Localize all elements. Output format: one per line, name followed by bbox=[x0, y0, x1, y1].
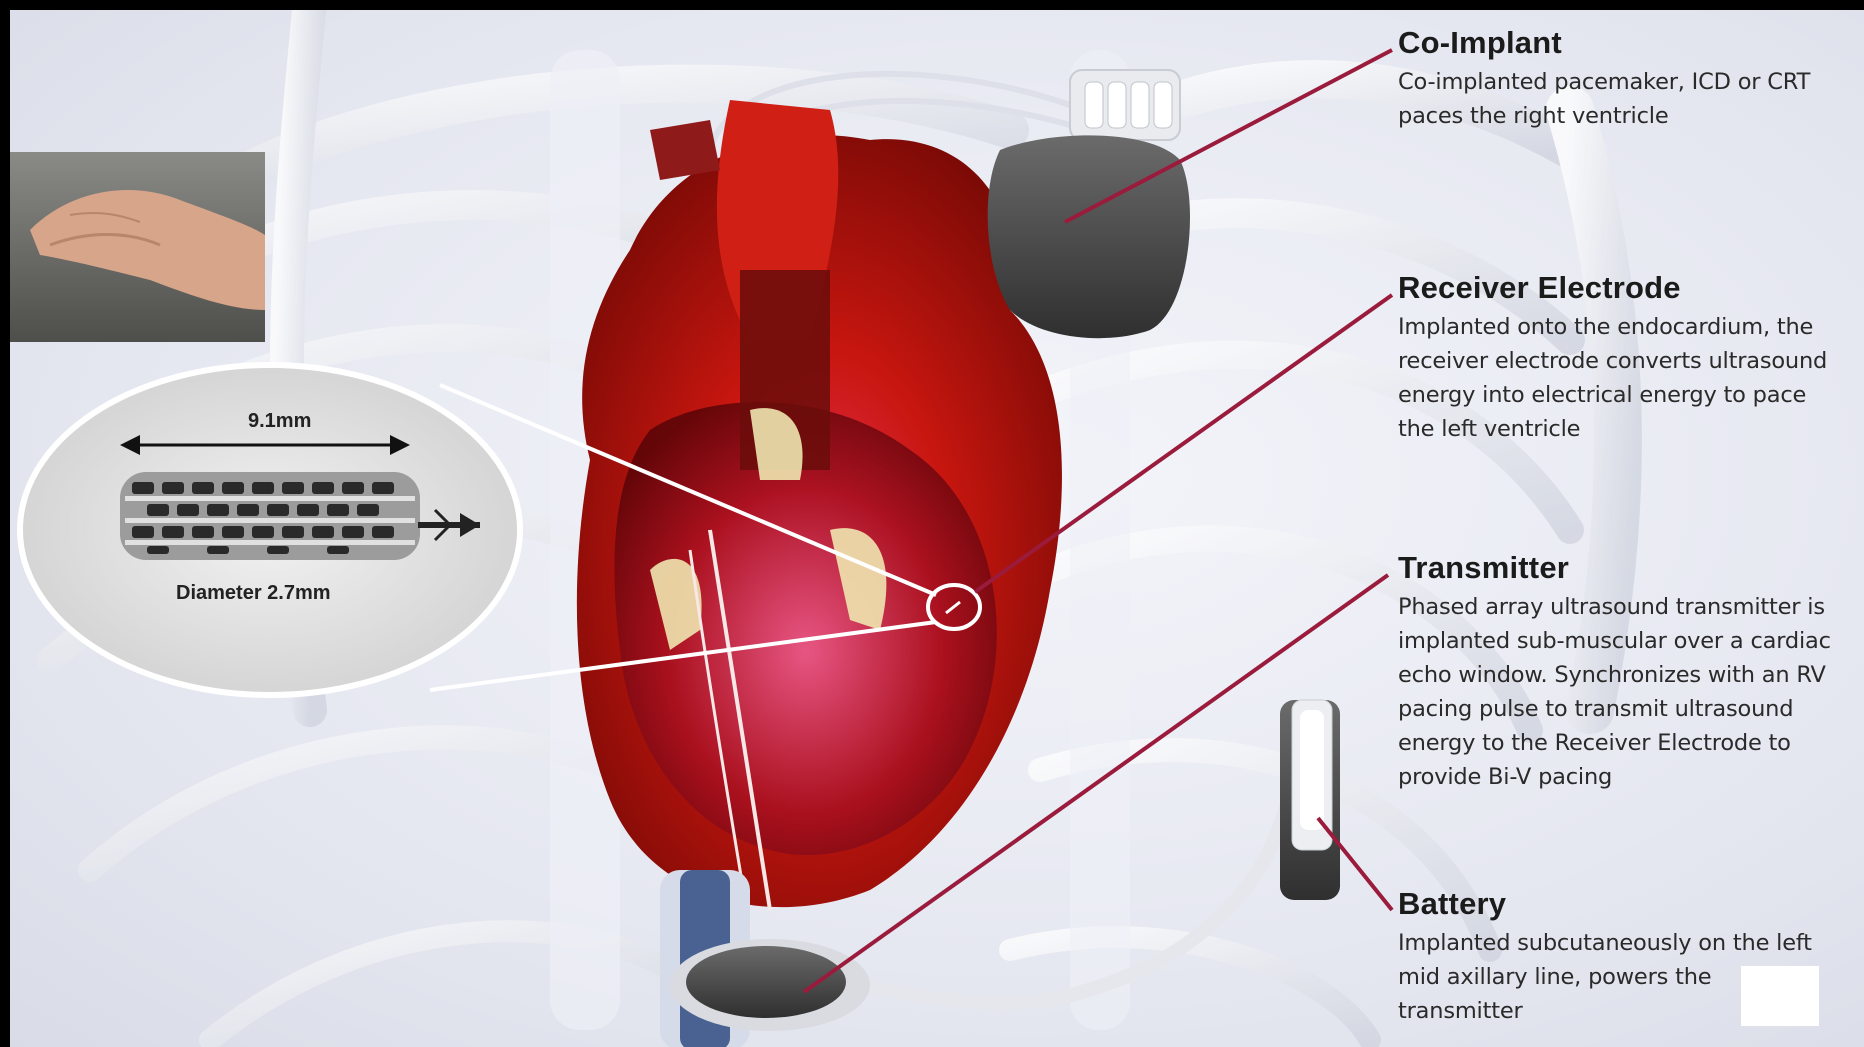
callout-line: energy into electrical energy to pace bbox=[1398, 378, 1858, 412]
callout-title: Transmitter bbox=[1398, 550, 1858, 586]
callout-line: provide Bi-V pacing bbox=[1398, 760, 1858, 794]
callout-line: pacing pulse to transmit ultrasound bbox=[1398, 692, 1858, 726]
callout-line: Implanted subcutaneously on the left bbox=[1398, 926, 1858, 960]
length-label: 9.1mm bbox=[248, 410, 311, 433]
battery-device bbox=[1280, 700, 1340, 900]
callout-line: the left ventricle bbox=[1398, 412, 1858, 446]
callout-line: implanted sub-muscular over a cardiac bbox=[1398, 624, 1858, 658]
callout-line: Implanted onto the endocardium, the bbox=[1398, 310, 1858, 344]
callout-line: echo window. Synchronizes with an RV bbox=[1398, 658, 1858, 692]
callout-transmitter: Transmitter Phased array ultrasound tran… bbox=[1398, 550, 1858, 794]
white-patch bbox=[1741, 966, 1819, 1026]
diagram-canvas: 9.1mm Diameter 2.7mm Co-Implant Co-impla… bbox=[10, 10, 1864, 1047]
callout-title: Battery bbox=[1398, 886, 1858, 922]
callout-line: paces the right ventricle bbox=[1398, 99, 1858, 133]
callout-receiver-electrode: Receiver Electrode Implanted onto the en… bbox=[1398, 270, 1858, 446]
callout-line: Co-implanted pacemaker, ICD or CRT bbox=[1398, 65, 1858, 99]
hand-photo bbox=[10, 152, 265, 342]
callout-title: Co-Implant bbox=[1398, 25, 1858, 61]
callout-line: Phased array ultrasound transmitter is bbox=[1398, 590, 1858, 624]
callout-line: energy to the Receiver Electrode to bbox=[1398, 726, 1858, 760]
callout-co-implant: Co-Implant Co-implanted pacemaker, ICD o… bbox=[1398, 25, 1858, 133]
diameter-label: Diameter 2.7mm bbox=[176, 582, 331, 605]
callout-line: receiver electrode converts ultrasound bbox=[1398, 344, 1858, 378]
callout-title: Receiver Electrode bbox=[1398, 270, 1858, 306]
